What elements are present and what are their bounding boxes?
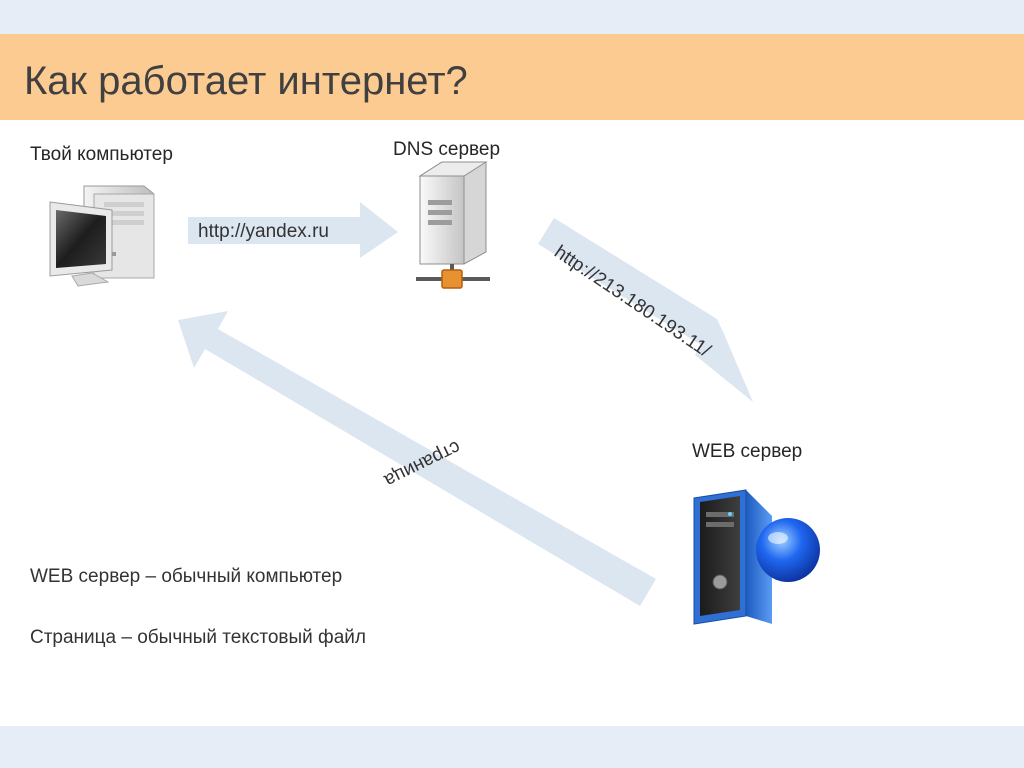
web-server-label: WEB сервер [692,441,803,462]
response-arrow [178,311,656,606]
web-server-icon [690,488,824,628]
desktop-computer-icon [48,180,160,292]
dns-server-icon [412,160,494,292]
request-arrow-label: http://yandex.ru [198,221,329,242]
note-web-server: WEB сервер – обычный компьютер [30,566,343,587]
globe-icon [756,518,820,582]
bottom-band [0,726,1024,768]
slide-title: Как работает интернет? [24,59,468,103]
ip-request-arrow [538,218,753,402]
note-page: Страница – обычный текстовый файл [30,627,366,648]
top-band [0,0,1024,34]
dns-server-label: DNS сервер [393,139,501,160]
title-bar [0,34,1024,120]
request-arrow [188,202,398,258]
your-computer-label: Твой компьютер [30,144,173,165]
